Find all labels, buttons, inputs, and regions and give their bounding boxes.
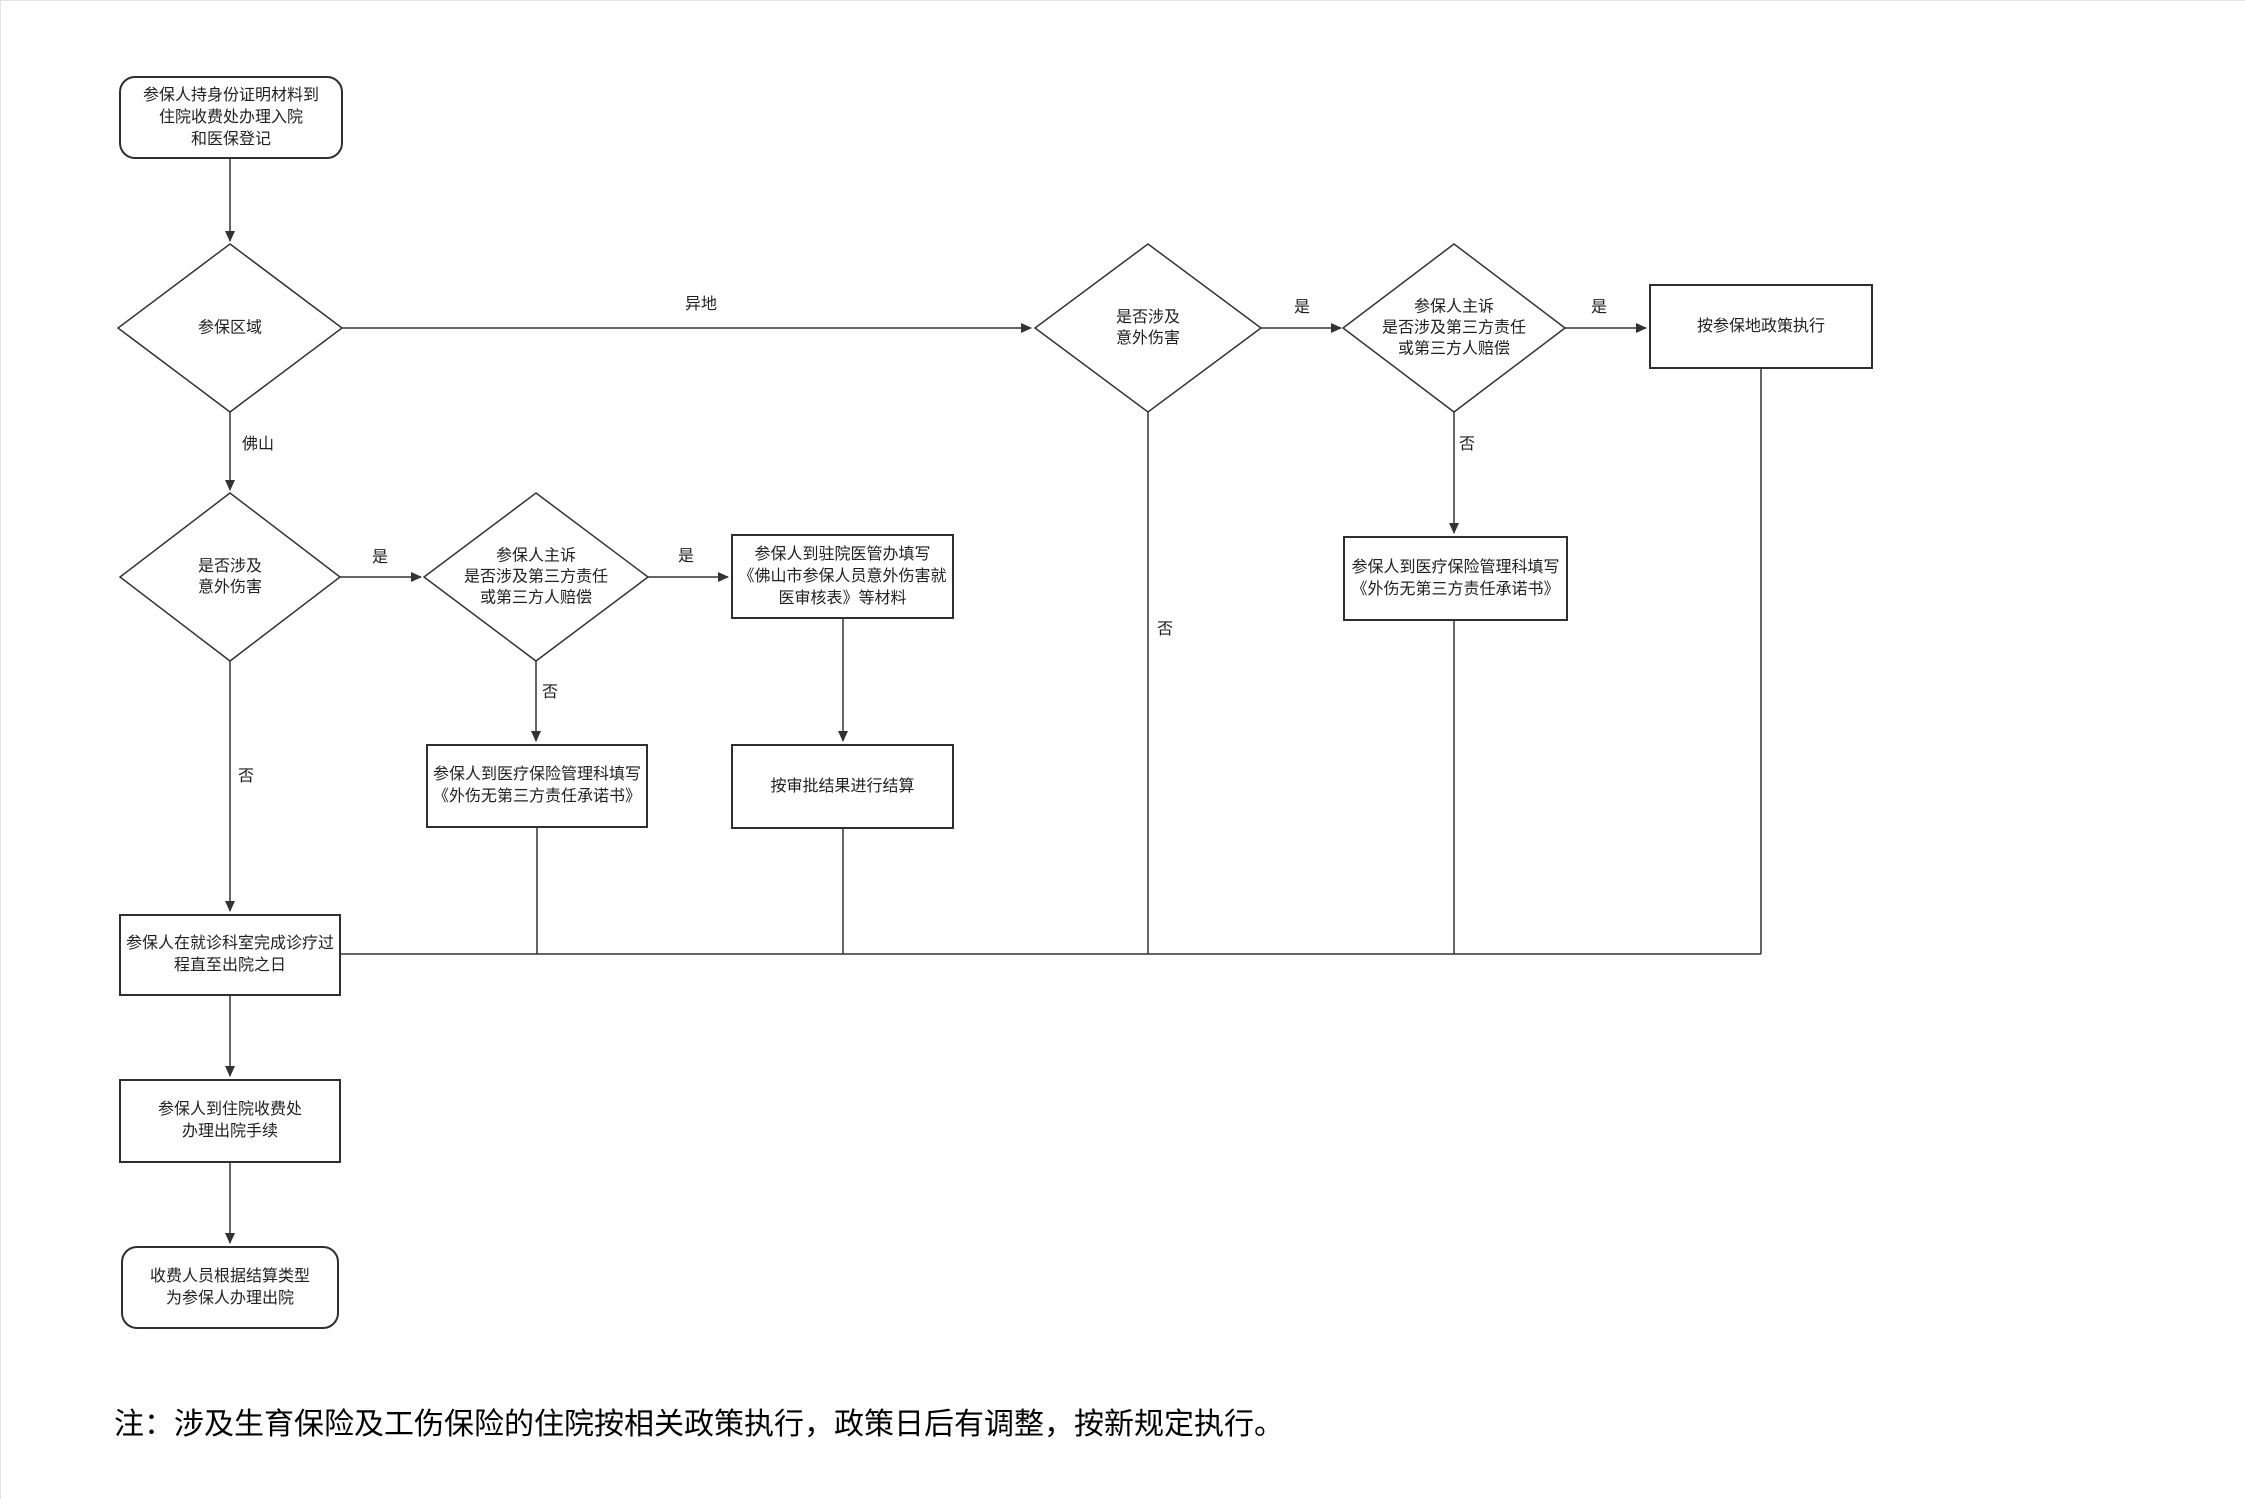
node-insurance-dept-remote: 参保人到医疗保险管理科填写 《外伤无第三方责任承诺书》 [1343, 536, 1568, 621]
edge-label-yes-accident-foshan: 是 [371, 549, 389, 566]
edge-label-foshan: 佛山 [241, 436, 275, 453]
edge-label-yes-accident-remote: 是 [1293, 299, 1311, 316]
node-insurance-dept-foshan: 参保人到医疗保险管理科填写 《外伤无第三方责任承诺书》 [426, 744, 648, 828]
diamond-accident-remote-shape [1033, 243, 1263, 413]
edge-label-no-thirdparty-foshan: 否 [541, 684, 559, 701]
edge-label-yes-thirdparty-foshan: 是 [677, 548, 695, 565]
node-treatment: 参保人在就诊科室完成诊疗过 程直至出院之日 [119, 914, 341, 996]
connector-lines [225, 159, 1762, 1244]
edge-label-yes-thirdparty-remote: 是 [1590, 299, 1608, 316]
diamond-region-shape [116, 243, 344, 413]
node-start: 参保人持身份证明材料到 住院收费处办理入院 和医保登记 [119, 76, 343, 159]
edge-label-no-thirdparty-remote: 否 [1458, 436, 1476, 453]
diamond-accident-foshan-shape [118, 492, 342, 662]
edge-label-remote: 异地 [684, 296, 718, 313]
diamond-thirdparty-foshan-shape [422, 492, 650, 662]
edge-label-no-accident-remote: 否 [1156, 621, 1174, 638]
node-end: 收费人员根据结算类型 为参保人办理出院 [121, 1246, 339, 1329]
node-hospital-admin-office: 参保人到驻院医管办填写 《佛山市参保人员意外伤害就 医审核表》等材料 [731, 534, 954, 619]
node-settle-by-approval: 按审批结果进行结算 [731, 744, 954, 829]
edge-label-no-accident-foshan: 否 [237, 768, 255, 785]
node-policy-local: 按参保地政策执行 [1649, 284, 1873, 369]
footnote: 注：涉及生育保险及工伤保险的住院按相关政策执行，政策日后有调整，按新规定执行。 [114, 1408, 1284, 1441]
node-discharge-desk: 参保人到住院收费处 办理出院手续 [119, 1079, 341, 1163]
decision-diamonds [116, 243, 1567, 662]
diamond-thirdparty-remote-shape [1341, 243, 1567, 413]
